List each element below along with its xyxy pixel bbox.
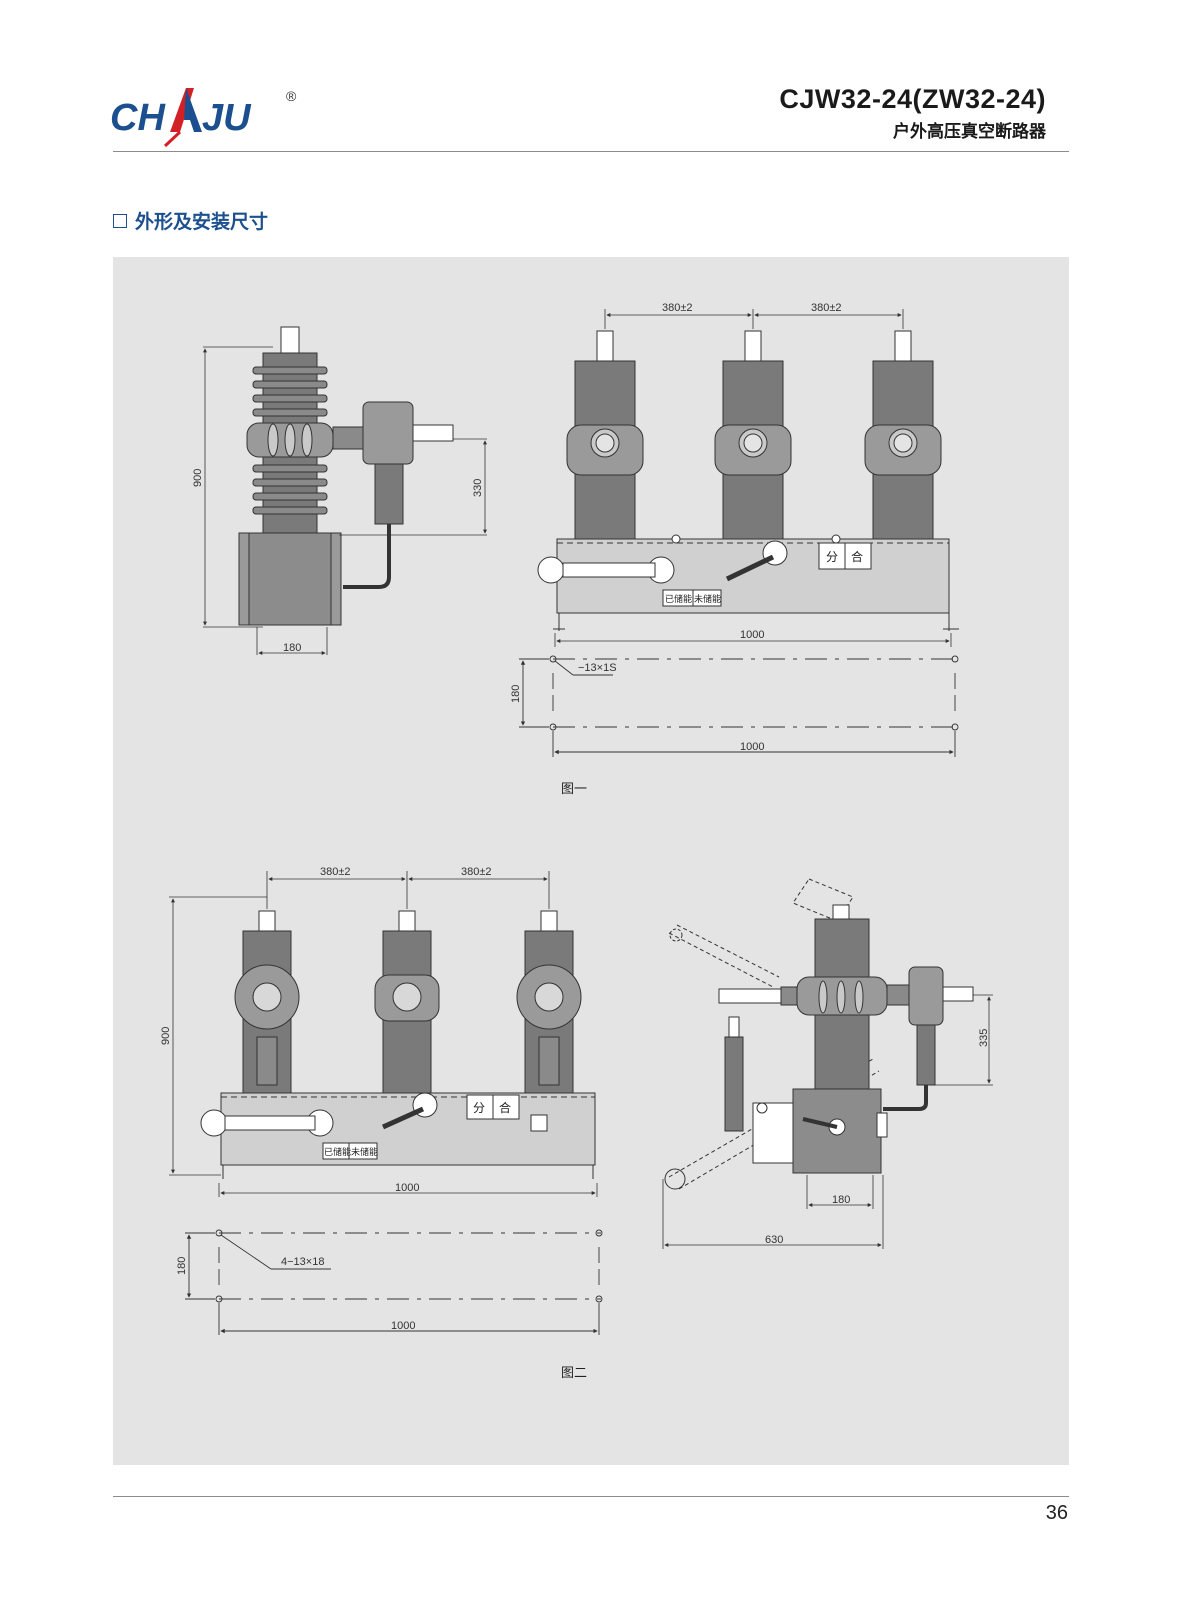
fig1-pitch-left: 380±2: [662, 302, 693, 314]
fig2-open-button: 分: [473, 1101, 485, 1115]
fig2-side-view: [664, 878, 974, 1190]
fig2-pitch-right: 380±2: [461, 866, 492, 878]
figure2-caption: 图二: [561, 1365, 587, 1380]
header-divider: [113, 151, 1069, 152]
fig2-mounting-plan: [185, 1229, 603, 1335]
fig1-not-stored-label: 未储能: [694, 593, 721, 604]
product-name: 户外高压真空断路器: [893, 122, 1046, 141]
fig2-stored-label: 已储能: [324, 1146, 351, 1157]
fig1-mount-width: 1000: [740, 741, 764, 753]
fig1-base-dim: 180: [283, 642, 301, 654]
section-heading: 外形及安装尺寸: [113, 207, 268, 234]
fig1-stored-label: 已储能: [665, 593, 692, 604]
fig1-mount-depth: 180: [510, 685, 522, 703]
fig2-side-dimensions: [662, 994, 993, 1249]
technical-drawing: 900 330 180: [160, 302, 993, 1380]
fig1-close-button: 合: [851, 549, 863, 564]
fig1-side-view: [238, 326, 454, 626]
fig2-height-dim: 900: [160, 1027, 172, 1045]
figure1-caption: 图一: [561, 781, 587, 796]
svg-text:JU: JU: [202, 97, 252, 139]
fig1-pole-3: [864, 330, 942, 546]
page-number: 36: [1045, 1502, 1068, 1524]
fig2-close-button: 合: [499, 1100, 511, 1115]
fig1-pole-2: [714, 330, 792, 546]
drawing-panel: 900 330 180: [113, 257, 1069, 1465]
fig2-width-dim: 1000: [395, 1182, 419, 1194]
registered-mark: ®: [286, 88, 297, 104]
fig2-front-dimensions: [169, 871, 598, 1197]
fig2-pole-1: [234, 910, 300, 1096]
fig1-height-dim: 900: [192, 469, 204, 487]
fig2-terminal-dim: 335: [978, 1029, 990, 1047]
fig2-pole-3: [516, 910, 582, 1096]
model-number: CJW32-24(ZW32-24): [779, 84, 1046, 114]
fig1-mounting-plan: [519, 655, 959, 757]
fig1-side-dimensions: [203, 346, 487, 655]
fig1-front-dimensions: [554, 309, 952, 647]
fig2-mount-width: 1000: [391, 1320, 415, 1332]
fig1-terminal-dim: 330: [472, 479, 484, 497]
fig2-reach-dim: 630: [765, 1234, 783, 1246]
brand-logo: CH JU ®: [110, 80, 310, 155]
fig2-base-dim: 180: [832, 1194, 850, 1206]
title-block: CJW32-24(ZW32-24) 户外高压真空断路器: [779, 84, 1046, 142]
fig1-hole-spec: −13×1S: [578, 662, 617, 674]
fig1-front-view: [537, 330, 959, 631]
fig2-pole-2: [374, 910, 440, 1096]
fig1-pole-1: [566, 330, 644, 546]
square-bullet-icon: [113, 213, 127, 228]
section-title: 外形及安装尺寸: [135, 212, 269, 233]
fig2-pitch-left: 380±2: [320, 866, 351, 878]
footer-divider: [113, 1496, 1069, 1497]
fig1-width-dim: 1000: [740, 629, 764, 641]
svg-text:CH: CH: [110, 97, 166, 139]
fig1-pitch-right: 380±2: [811, 302, 842, 314]
fig2-front-view: [200, 910, 596, 1179]
fig1-open-button: 分: [826, 550, 838, 564]
fig2-not-stored-label: 未储能: [351, 1146, 378, 1157]
fig2-mount-depth: 180: [176, 1257, 188, 1275]
fig2-hole-spec: 4−13×18: [281, 1256, 324, 1268]
